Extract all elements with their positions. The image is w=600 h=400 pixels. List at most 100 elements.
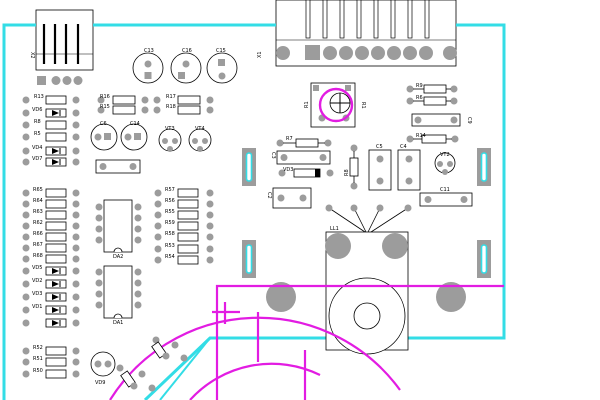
- resistor-r54: R54: [154, 254, 214, 265]
- component-ll1: LL1: [325, 226, 409, 355]
- label-vt2: VT2: [440, 152, 450, 158]
- label-r62: R62: [33, 220, 43, 226]
- label-r8b: R8: [34, 119, 41, 125]
- capacitor-c16: C16: [170, 48, 202, 84]
- connector-x1: X1: [257, 0, 457, 67]
- label-r56: R56: [165, 198, 175, 204]
- diode-vd6: VD6: [22, 107, 80, 118]
- label-c2: C2: [266, 192, 272, 199]
- label-ll1: LL1: [330, 226, 339, 232]
- connector-x2: X2: [29, 9, 94, 85]
- label-c13: C13: [144, 48, 154, 54]
- diode-bottom-upper: [151, 336, 188, 362]
- resistor-r62: R62: [22, 220, 80, 231]
- mount-slot-bottom-left: [242, 240, 256, 278]
- resistor-r15: R15: [97, 104, 149, 115]
- label-r18: R18: [166, 104, 176, 110]
- label-vd6: VD6: [32, 107, 42, 113]
- resistor-r64: R64: [22, 198, 80, 209]
- label-r64: R64: [33, 198, 43, 204]
- resistor-r8-vertical: R8: [344, 144, 359, 190]
- diode-vd9: VD9: [90, 351, 116, 386]
- resistor-r58: R58: [154, 231, 214, 242]
- ic-da2: DA2: [95, 199, 142, 260]
- label-r7: R7: [286, 136, 293, 142]
- resistor-r16: R16: [97, 94, 149, 105]
- capacitor-c11: C11: [419, 187, 473, 207]
- transistor-vt2: VT2: [434, 152, 456, 175]
- label-r66: R66: [33, 231, 43, 237]
- capacitor-c4: C4: [397, 144, 421, 191]
- label-r59: R59: [165, 220, 175, 226]
- resistor-r55: R55: [154, 209, 214, 220]
- label-x1: X1: [257, 51, 263, 58]
- capacitor-c2: C2: [266, 187, 312, 209]
- label-r5: R5: [34, 131, 41, 137]
- label-r54: R54: [165, 254, 175, 260]
- label-r52: R52: [33, 345, 43, 351]
- label-c4: C4: [400, 144, 407, 150]
- label-r1-right: R1: [360, 102, 366, 109]
- label-r14: R14: [416, 133, 426, 139]
- mount-slot-top-left: [242, 148, 256, 186]
- label-r17: R17: [166, 94, 176, 100]
- label-r67: R67: [33, 242, 43, 248]
- diode-row-extra: [22, 318, 80, 328]
- label-vt4: VT4: [195, 126, 205, 132]
- label-r53: R53: [165, 243, 175, 249]
- label-c9: C9: [466, 117, 472, 124]
- label-vd1: VD1: [32, 304, 42, 310]
- resistor-r6: R6: [406, 95, 458, 106]
- resistor-r5: R5: [22, 131, 80, 142]
- mount-pad-left: [266, 282, 296, 312]
- capacitor-c5: C5: [368, 144, 392, 191]
- diode-vd2: VD2: [22, 278, 80, 289]
- label-da2: DA2: [113, 254, 123, 260]
- label-r51: R51: [33, 356, 43, 362]
- trimmer-r1: R1 R1: [304, 82, 366, 128]
- label-vd7: VD7: [32, 156, 42, 162]
- resistor-r63: R63: [22, 209, 80, 220]
- label-vd3-left: VD3: [32, 291, 42, 297]
- diode-vd3-left: VD3: [22, 291, 80, 302]
- diode-vd5: VD5: [22, 265, 80, 276]
- label-r16: R16: [100, 94, 110, 100]
- label-c14: C14: [130, 121, 140, 127]
- resistor-r9: R9: [406, 83, 458, 94]
- resistor-r13: R13: [22, 94, 80, 105]
- transistor-vt4: VT4: [188, 126, 212, 152]
- label-c11: C11: [440, 187, 450, 193]
- capacitor-c3: C3: [270, 150, 331, 165]
- mount-slot-top-right: [477, 148, 491, 186]
- capacitor-c9: C9: [411, 113, 472, 127]
- label-c16: C16: [182, 48, 192, 54]
- mount-pad-right: [436, 282, 466, 312]
- resistor-r65: R65: [22, 187, 80, 198]
- label-r63: R63: [33, 209, 43, 215]
- label-r58: R58: [165, 231, 175, 237]
- capacitor-c13: C13: [132, 48, 164, 84]
- capacitor-c12: [95, 159, 141, 174]
- resistor-r51: R51: [22, 356, 80, 367]
- label-vd3: VD3: [283, 167, 293, 173]
- resistor-r8b: R8: [22, 119, 80, 130]
- ll1-leads: [325, 204, 412, 233]
- label-c6: C6: [100, 121, 107, 127]
- ic-da1: DA1: [95, 265, 142, 326]
- resistor-r18: R18: [153, 104, 214, 115]
- label-da1: DA1: [113, 320, 123, 326]
- magenta-outline: [109, 284, 504, 400]
- label-r55: R55: [165, 209, 175, 215]
- resistor-r66: R66: [22, 231, 80, 242]
- resistor-r56: R56: [154, 198, 214, 209]
- label-r9: R9: [416, 83, 423, 89]
- diode-vd7: VD7: [22, 156, 80, 167]
- diode-bottom-lower: [116, 364, 156, 392]
- resistor-r57: R57: [154, 187, 214, 198]
- diode-vd1: VD1: [22, 304, 80, 315]
- resistor-r68: R68: [22, 253, 80, 264]
- capacitor-c15: C15: [206, 48, 238, 84]
- board-outline: [2, 23, 506, 400]
- resistor-r67: R67: [22, 242, 80, 253]
